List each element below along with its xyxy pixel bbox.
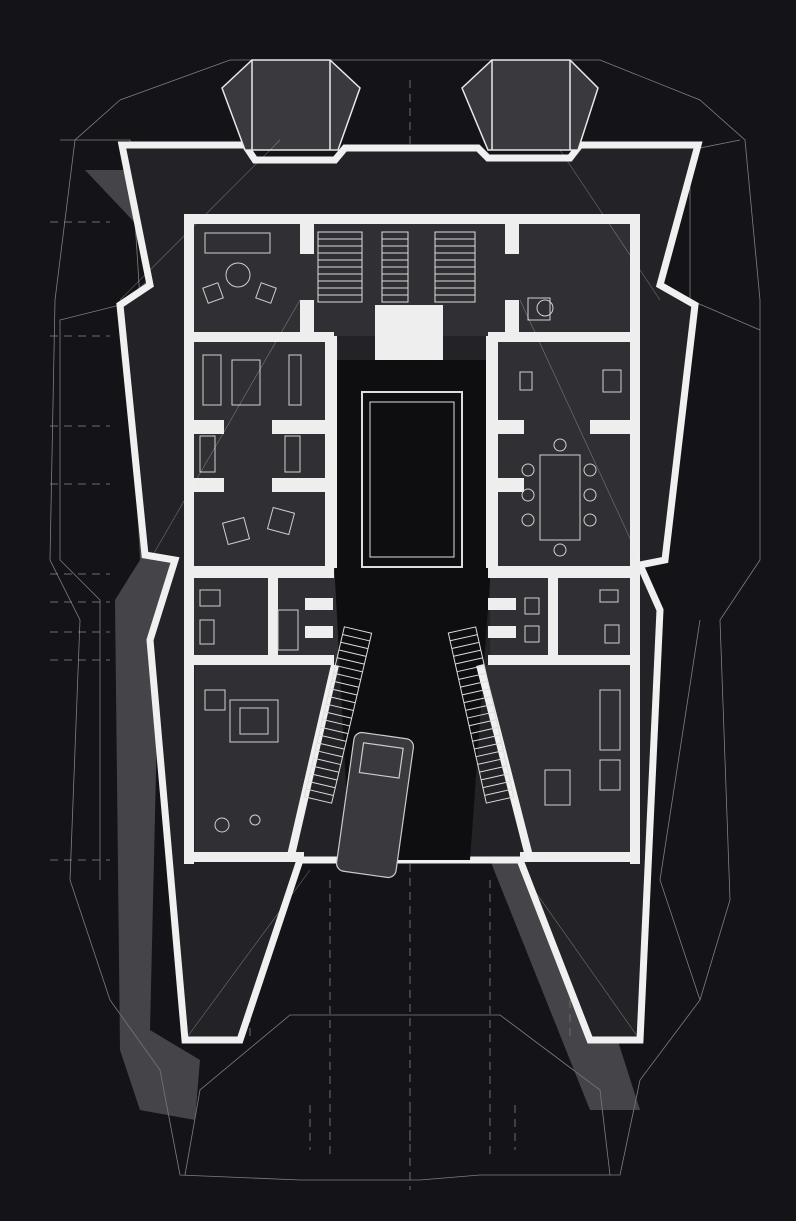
staircases: [303, 231, 515, 804]
stair-ramp-left: [303, 626, 373, 804]
pool: [361, 391, 463, 568]
car: [335, 731, 415, 879]
stair-upper-left: [317, 231, 363, 303]
stair-upper-mid-left: [381, 231, 409, 303]
stair-ramp-right: [447, 626, 515, 804]
furniture: [199, 232, 622, 833]
ray-lines: [119, 139, 661, 1041]
interior-walls: [184, 214, 640, 864]
stair-upper-right: [434, 231, 476, 303]
bay-windows: [221, 59, 599, 151]
site-outline: [49, 59, 761, 1181]
courtyard: [335, 360, 490, 860]
